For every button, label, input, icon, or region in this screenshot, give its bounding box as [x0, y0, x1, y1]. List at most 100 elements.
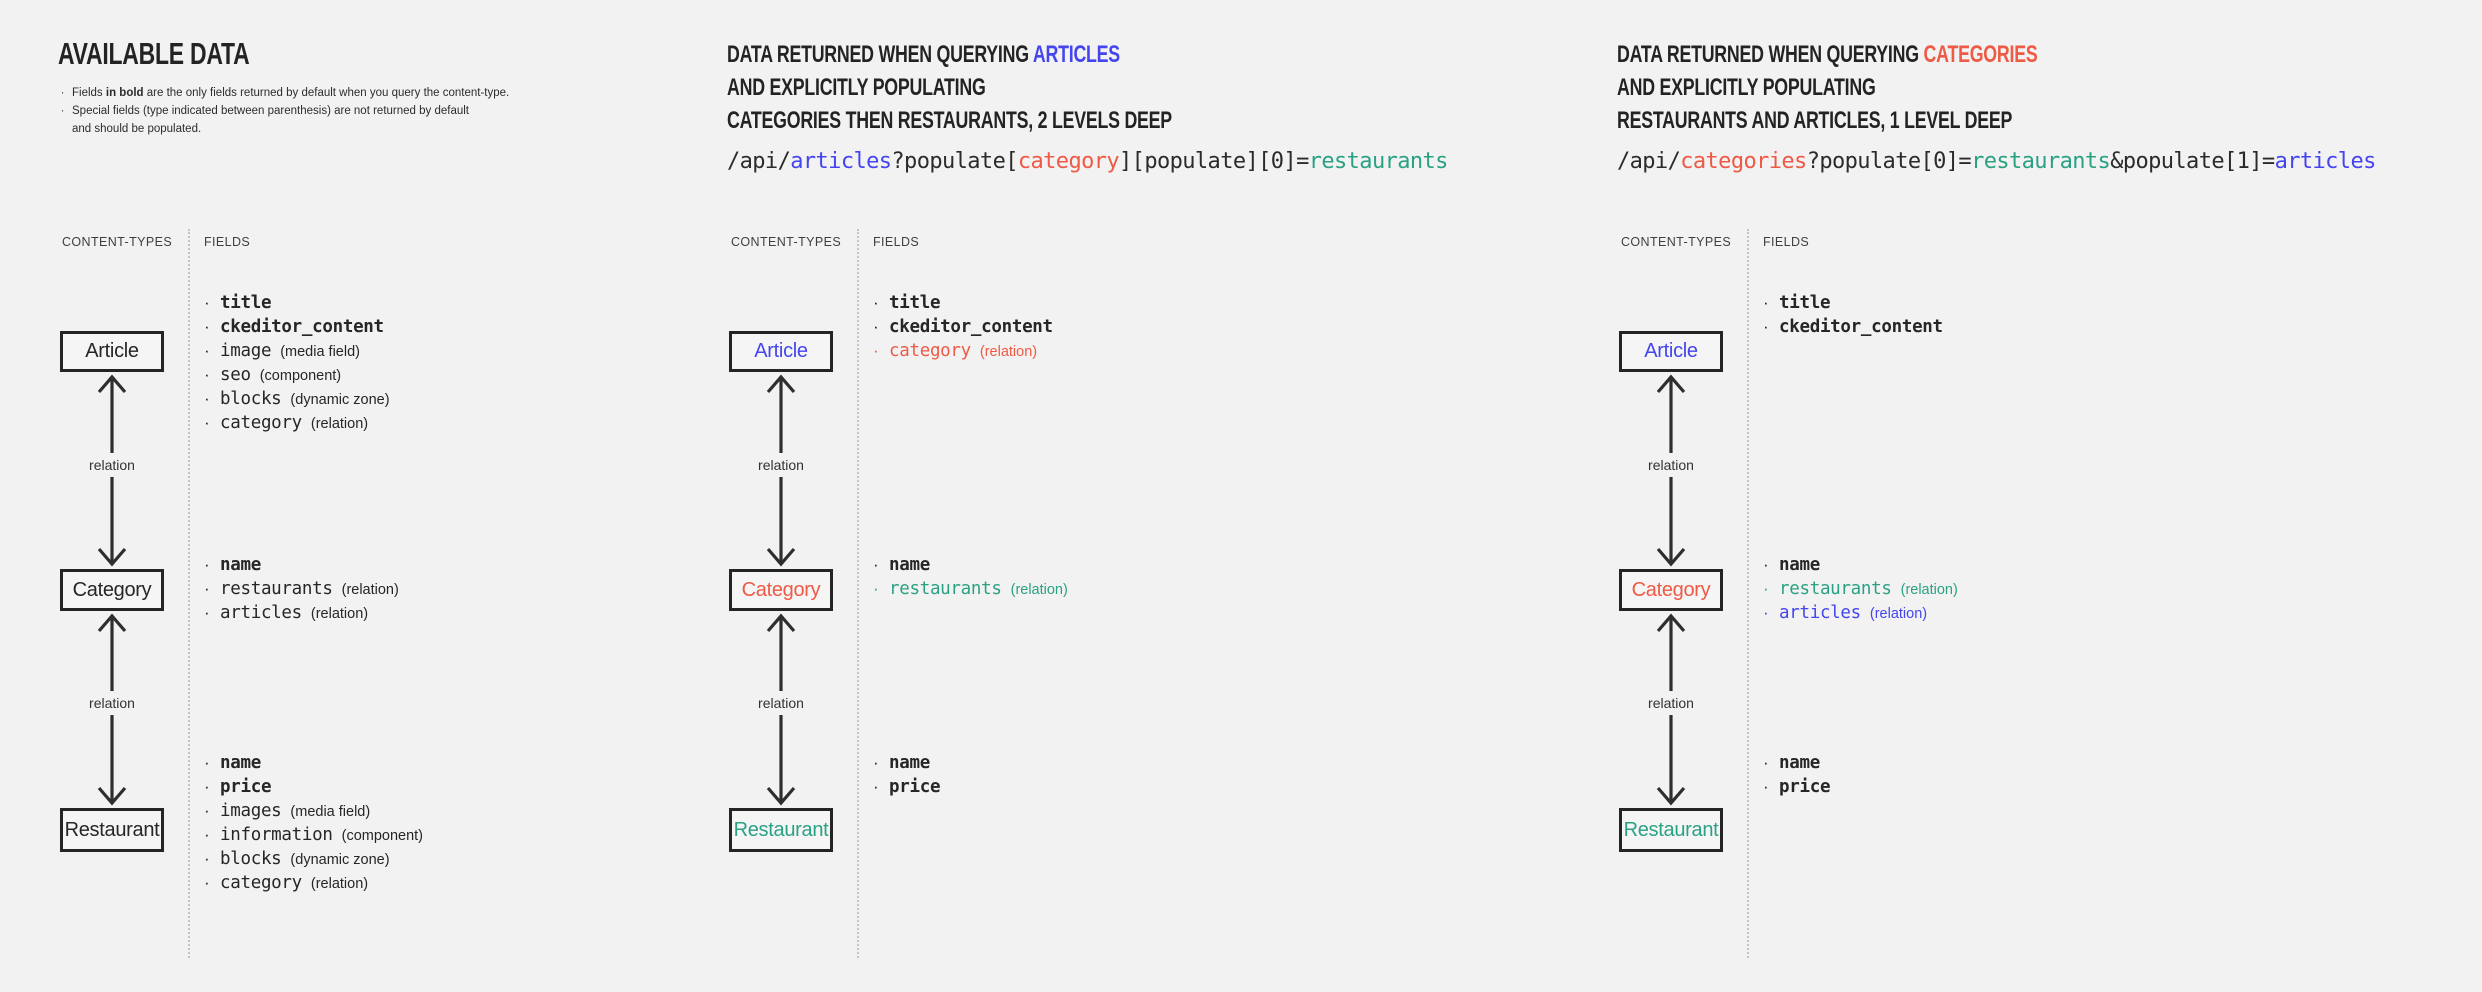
relation-label: relation [1645, 453, 1697, 477]
content-type-box-restaurant: Restaurant [60, 808, 164, 852]
field-type: (dynamic zone) [290, 852, 390, 868]
fields-list-category: ·name·restaurants(relation)·articles(rel… [204, 553, 399, 625]
field-item: ·restaurants(relation) [204, 577, 399, 601]
bullet-icon: · [204, 293, 210, 312]
field-name: restaurants [1779, 579, 1892, 599]
code-segment: /api/ [1617, 149, 1681, 174]
fields-label: FIELDS [873, 235, 920, 249]
code-segment: ?populate[ [891, 149, 1018, 174]
field-item: ·ckeditor_content [1763, 315, 1943, 339]
field-item: ·articles(relation) [204, 601, 399, 625]
fields-separator-line [1747, 229, 1749, 958]
field-name: ckeditor_content [1779, 317, 1943, 337]
bullet-icon: · [873, 555, 879, 574]
bullet-icon: · [204, 801, 210, 820]
field-item: ·blocks(dynamic zone) [204, 387, 390, 411]
field-item: ·image(media field) [204, 339, 390, 363]
title-segment: AND EXPLICITLY POPULATING [727, 74, 986, 101]
field-item: ·name [873, 553, 1068, 577]
title-segment: CATEGORIES [1923, 41, 2038, 68]
content-type-label: Category [741, 578, 821, 601]
title-segment: AND EXPLICITLY POPULATING [1617, 74, 1876, 101]
field-type: (relation) [979, 344, 1038, 360]
field-name: title [1779, 293, 1831, 313]
code-segment: ?populate[0]= [1806, 149, 1972, 174]
field-type: (component) [341, 828, 424, 844]
content-type-label: Restaurant [1623, 818, 1719, 841]
content-type-label: Category [1631, 578, 1711, 601]
code-segment: categories [1680, 149, 1807, 174]
field-item: ·articles(relation) [1763, 601, 1958, 625]
bullet-icon: · [204, 555, 210, 574]
bullet-icon: · [873, 317, 879, 336]
api-query-code: /api/categories?populate[0]=restaurants&… [1617, 149, 2376, 174]
column-title: AVAILABLE DATA [58, 36, 250, 72]
code-segment: category [1017, 149, 1120, 174]
field-name: image [220, 341, 272, 361]
field-name: blocks [220, 849, 282, 869]
field-item: ·information(component) [204, 823, 423, 847]
bullet-icon: · [1763, 603, 1769, 622]
code-segment: restaurants [1308, 149, 1449, 174]
field-item: · price [873, 775, 940, 799]
field-type: (relation) [1900, 582, 1958, 598]
field-type: (relation) [1869, 606, 1928, 622]
fields-list-restaurant: ·name·price·images(media field)·informat… [204, 751, 423, 895]
field-type: (component) [259, 368, 342, 384]
fields-list-article: ·title·ckeditor_content·image(media fiel… [204, 291, 390, 435]
note-segment: Fields [72, 87, 106, 99]
bullet-icon: · [204, 825, 210, 844]
field-item: · title [204, 291, 390, 315]
code-segment: restaurants [1971, 149, 2111, 174]
title-line: RESTAURANTS AND ARTICLES, 1 LEVEL DEEP [1617, 104, 2037, 137]
bullet-icon: · [1763, 293, 1769, 312]
bullet-icon: · [873, 777, 879, 796]
note-item: ·Fields in bold are the only fields retu… [58, 84, 658, 102]
field-name: category [220, 413, 302, 433]
fields-list-restaurant: ·name·price [873, 751, 940, 799]
content-type-label: Category [72, 578, 152, 601]
content-type-box-article: Article [60, 331, 164, 372]
bullet-icon: · [873, 293, 879, 312]
field-type: (relation) [310, 876, 369, 892]
content-type-box-category: Category [60, 569, 164, 611]
field-name: category [220, 873, 302, 893]
bullet-icon: · [1763, 579, 1769, 598]
field-name: ckeditor_content [220, 317, 384, 337]
field-name: name [1779, 753, 1820, 773]
field-name: title [889, 293, 941, 313]
fields-separator-line [188, 229, 190, 958]
bullet-icon: · [204, 753, 210, 772]
bullet-icon: · [204, 579, 210, 598]
relation-label: relation [86, 691, 138, 715]
bullet-icon: · [204, 777, 210, 796]
content-type-label: Restaurant [733, 818, 829, 841]
field-name: images [220, 801, 282, 821]
bullet-icon: · [204, 365, 210, 384]
content-type-box-category: Category [1619, 569, 1723, 611]
field-item: · name [204, 553, 399, 577]
content-type-box-category: Category [729, 569, 833, 611]
field-name: title [220, 293, 272, 313]
bullet-icon: · [204, 341, 210, 360]
content-type-box-restaurant: Restaurant [1619, 808, 1723, 852]
fields-label: FIELDS [204, 235, 251, 249]
field-name: price [889, 777, 941, 797]
fields-list-category: ·name·restaurants(relation)·articles(rel… [1763, 553, 1958, 625]
bullet-icon: · [1763, 555, 1769, 574]
field-item: ·category(relation) [873, 339, 1053, 363]
note-segment: are the only fields returned by default … [143, 87, 510, 99]
column-available-data: AVAILABLE DATA ·Fields in bold are the o… [58, 0, 718, 992]
fields-list-category: ·name·restaurants(relation) [873, 553, 1068, 601]
field-name: restaurants [220, 579, 333, 599]
code-segment: articles [790, 149, 892, 174]
content-types-label: CONTENT-TYPES [731, 235, 842, 249]
field-name: name [220, 555, 261, 575]
field-item: · title [873, 291, 1053, 315]
field-item: ·price [204, 775, 423, 799]
